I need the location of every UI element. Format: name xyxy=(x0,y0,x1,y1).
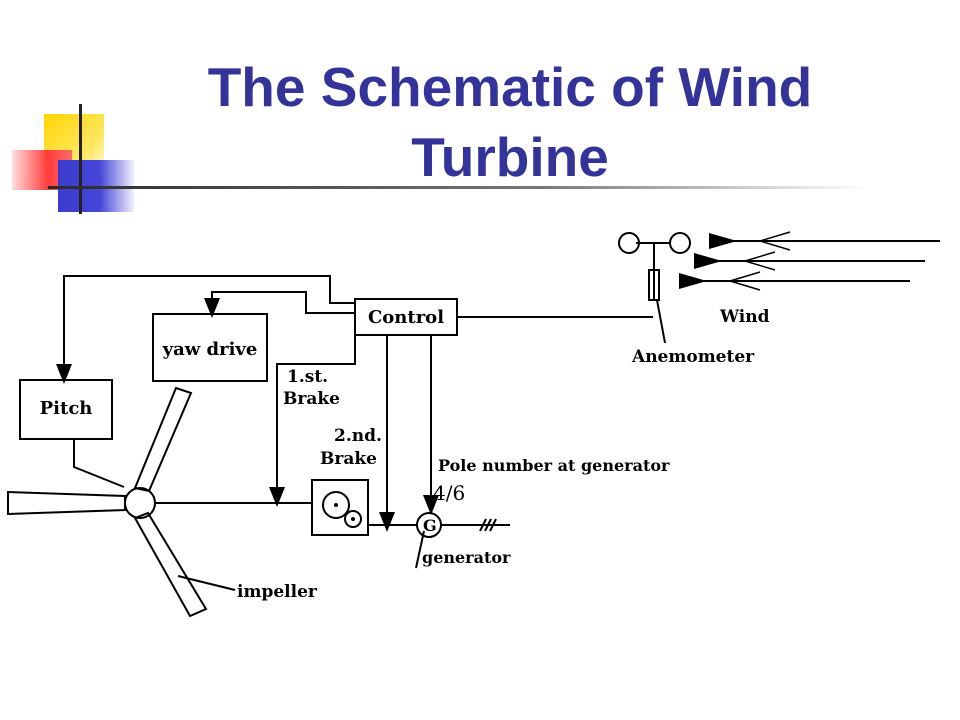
blade-left xyxy=(7,490,126,516)
impeller-leader xyxy=(177,575,236,591)
pole-value-label: 4/6 xyxy=(433,481,465,505)
brake1-label-line2: Brake xyxy=(283,389,340,409)
control-pitch-line xyxy=(56,275,355,384)
anemometer-cup-right xyxy=(669,232,691,254)
title-underline xyxy=(48,186,868,189)
brake1-label-line1: 1.st. xyxy=(287,367,328,387)
generator-symbol: G xyxy=(423,516,437,535)
slide-title: The Schematic of Wind Turbine xyxy=(207,56,813,188)
control-brake1-line xyxy=(269,335,356,507)
control-yaw-line xyxy=(204,291,355,318)
gear-small xyxy=(344,510,362,528)
yaw-drive-label: yaw drive xyxy=(162,339,258,360)
wind-label: Wind xyxy=(719,307,770,327)
anemometer-cup-left xyxy=(618,232,640,254)
generator-leader xyxy=(415,530,425,569)
anemometer-leader xyxy=(656,299,666,344)
rotor-hub xyxy=(124,487,156,519)
brake2-label-line1: 2.nd. xyxy=(334,426,382,446)
gear-small-center xyxy=(351,517,355,521)
impeller-label: impeller xyxy=(237,582,318,602)
decor-vertical-line xyxy=(79,104,82,214)
brake2-box xyxy=(311,479,369,536)
pitch-label: Pitch xyxy=(40,398,93,419)
brake2-label-line2: Brake xyxy=(320,449,377,469)
gear-large xyxy=(322,491,350,519)
pole-number-label: Pole number at generator xyxy=(438,456,670,475)
control-label: Control xyxy=(368,307,444,328)
generator-label: generator xyxy=(422,548,511,567)
blade-bottom xyxy=(133,511,208,618)
gear-large-center xyxy=(334,503,338,507)
anemometer-body xyxy=(648,269,660,301)
pitch-leader xyxy=(73,439,125,488)
blade-top xyxy=(133,386,193,493)
anemometer-label: Anemometer xyxy=(631,347,755,367)
